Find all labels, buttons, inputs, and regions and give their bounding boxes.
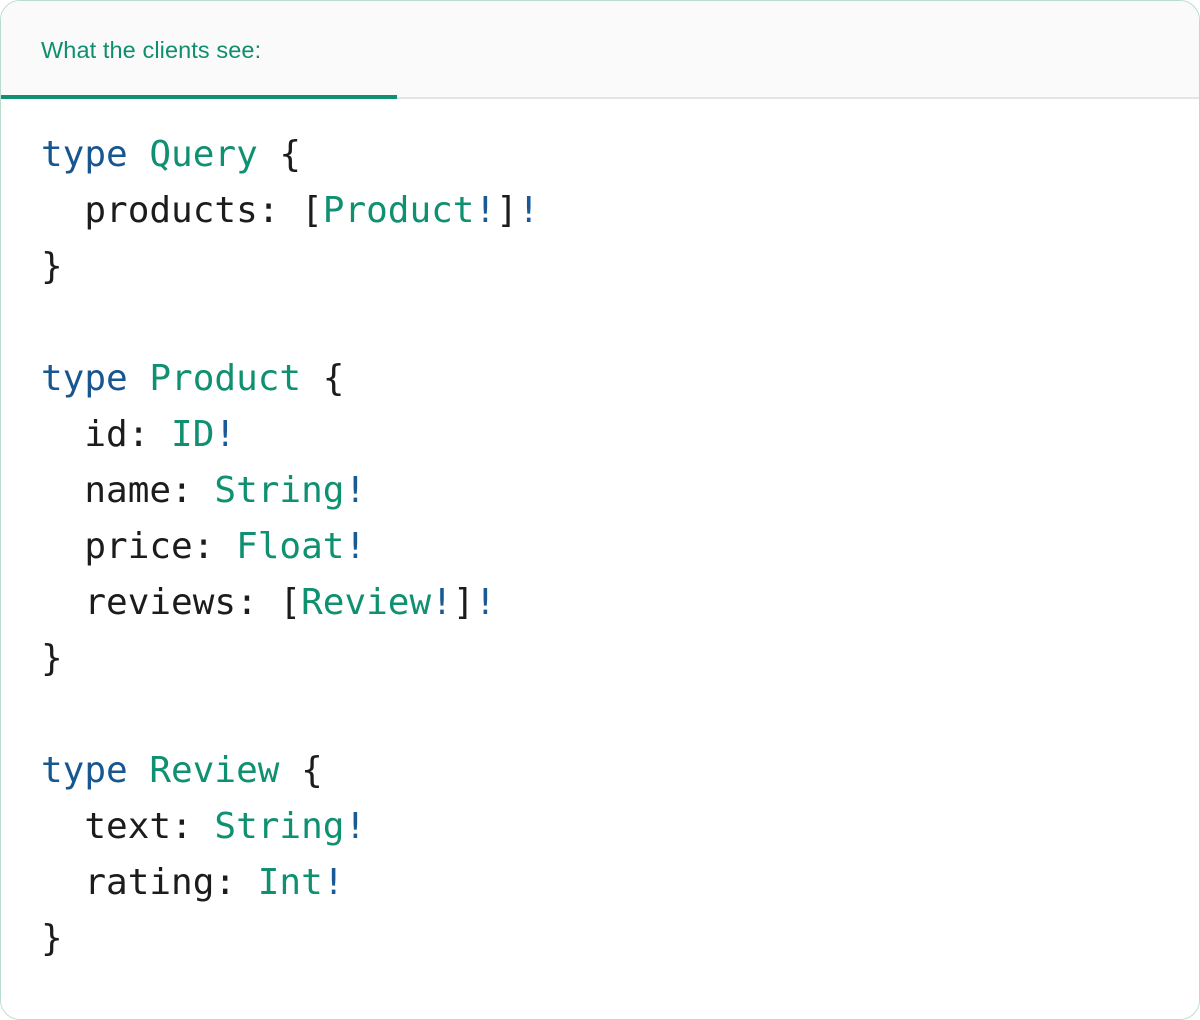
code-token-type: Float [236,526,345,567]
code-token-bang: ! [474,190,497,231]
code-token-bang: ! [344,526,367,567]
code-token-type: Query [149,134,258,175]
tab-strip: What the clients see: [1,1,1199,99]
code-line: type Product { [41,351,1199,407]
code-token-type: String [214,470,345,511]
code-token-kw: type [41,750,150,791]
graphql-schema-code: type Query { products: [Product!]!} type… [1,127,1199,967]
code-token-punct: ] [496,190,518,231]
code-token-bang: ! [214,414,237,455]
code-token-punct: text: [41,806,215,847]
code-token-type: Review [301,582,432,623]
code-line: type Query { [41,127,1199,183]
code-line: } [41,239,1199,295]
code-token-type: String [214,806,345,847]
code-token-punct: } [41,246,63,287]
code-token-bang: ! [474,582,497,623]
code-line: text: String! [41,799,1199,855]
code-token-punct: { [257,134,302,175]
code-token-bang: ! [344,470,367,511]
code-token-punct: ] [452,582,475,623]
code-token-punct: price: [41,526,237,567]
code-token-kw: type [41,358,150,399]
code-line: name: String! [41,463,1199,519]
code-line: rating: Int! [41,855,1199,911]
code-token-bang: ! [322,862,345,903]
code-token-punct: rating: [41,862,258,903]
tab-what-the-clients-see[interactable]: What the clients see: [1,1,397,99]
code-token-type: ID [171,414,215,455]
code-token-bang: ! [431,582,453,623]
code-line: id: ID! [41,407,1199,463]
code-token-punct: { [279,750,323,791]
code-line [41,295,1199,351]
code-token-punct: } [41,638,63,679]
code-token-punct: { [301,358,345,399]
code-line: products: [Product!]! [41,183,1199,239]
code-token-bang: ! [517,190,540,231]
code-token-type: Review [149,750,280,791]
code-token-type: Product [322,190,475,231]
code-token-punct: } [41,918,63,959]
code-body: type Query { products: [Product!]!} type… [1,99,1199,1019]
code-line: } [41,631,1199,687]
code-token-punct: name: [41,470,215,511]
code-token-punct: products: [ [41,190,323,231]
code-line: } [41,911,1199,967]
code-token-type: Int [257,862,323,903]
code-line: type Review { [41,743,1199,799]
tab-label: What the clients see: [41,36,262,63]
code-token-type: Product [149,358,302,399]
code-token-punct: reviews: [ [41,582,302,623]
code-token-bang: ! [344,806,367,847]
code-token-punct: id: [41,414,172,455]
code-line [41,687,1199,743]
code-line: price: Float! [41,519,1199,575]
code-line: reviews: [Review!]! [41,575,1199,631]
code-token-kw: type [41,134,150,175]
